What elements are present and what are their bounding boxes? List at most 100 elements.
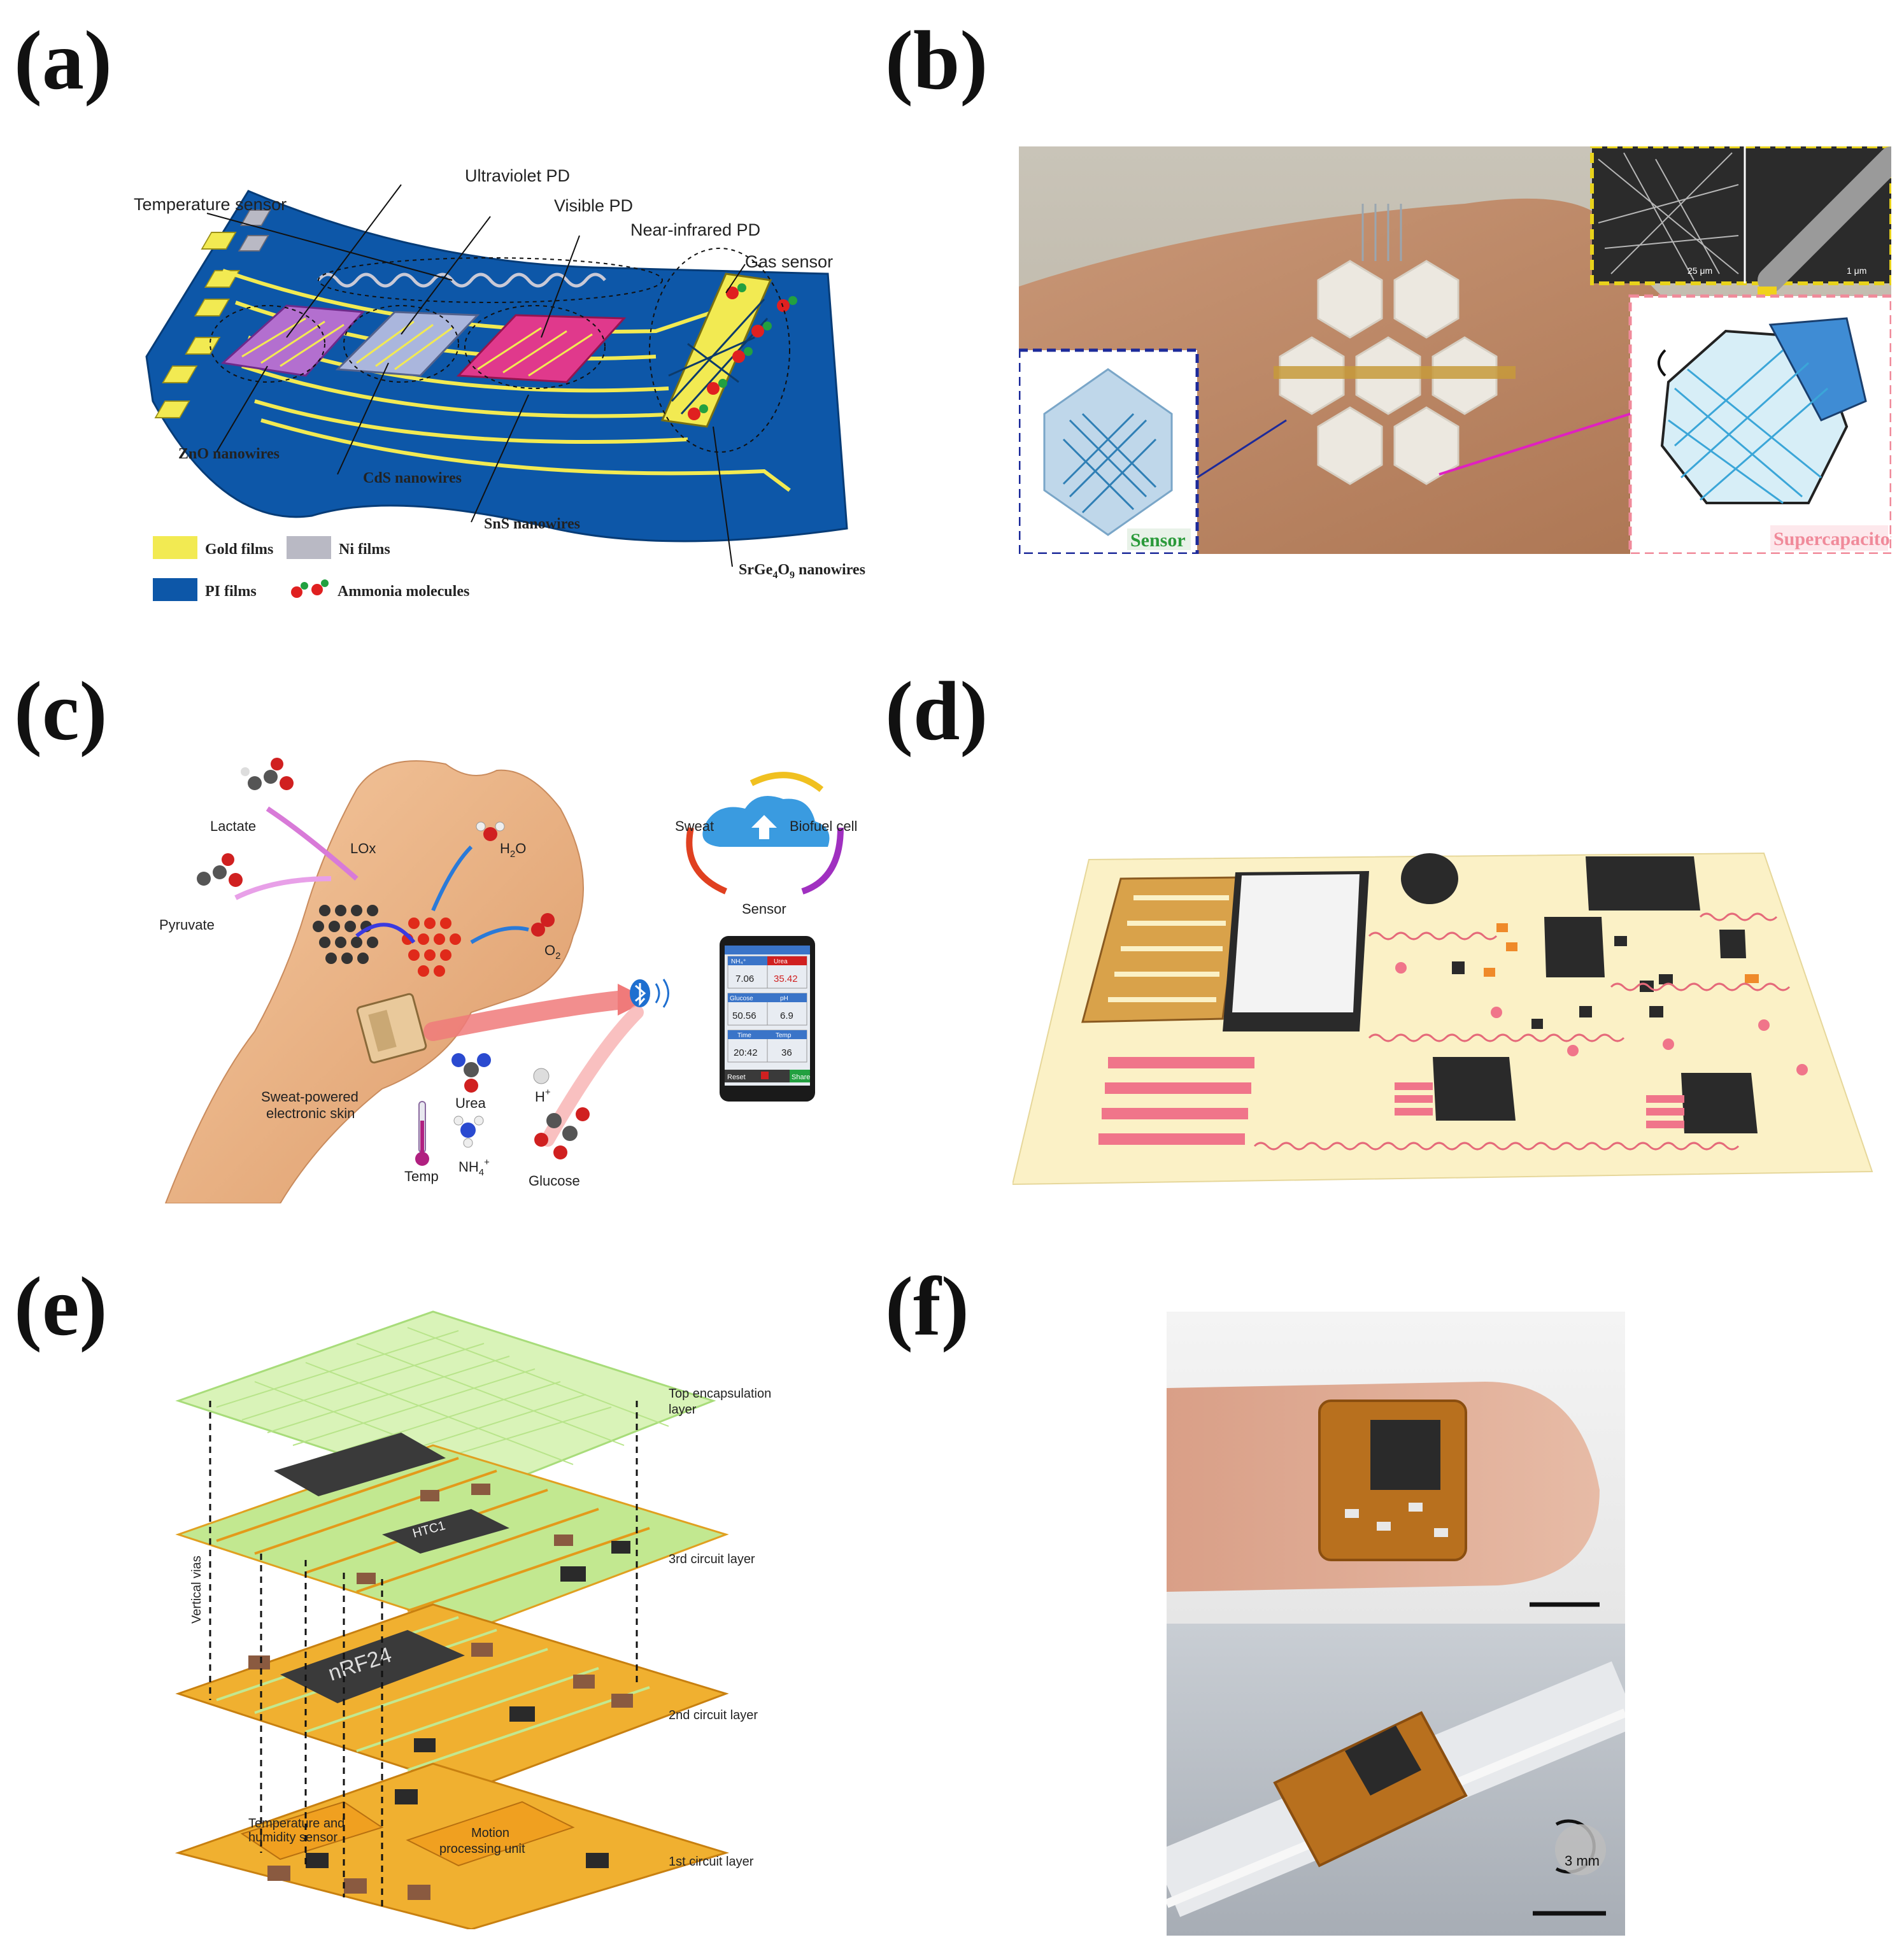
bluetooth-icon (630, 979, 669, 1008)
label-th-sensor-1: Temperature and (248, 1817, 345, 1831)
sem-scale-2: 1 μm (1847, 266, 1866, 276)
hplus-ion (533, 1068, 550, 1084)
label-hplus: H+ (535, 1087, 551, 1105)
label-sensor: Sensor (1130, 530, 1186, 551)
serpentine-traces (1253, 912, 1791, 1151)
black-chips (1401, 853, 1758, 1133)
electrode-dots-black (313, 905, 378, 964)
pyruvate-molecule (197, 853, 243, 887)
panel-e-layers: HTC1 nRF24 Top encapsulation layer 3rd c (174, 1310, 771, 1929)
label-sns-nanowires: SnS nanowires (484, 516, 580, 532)
panel-c-diagram: NH₄⁺ Urea 7.06 35.42 Glucose pH 50.56 6.… (159, 758, 857, 1203)
chip-3rd-large (274, 1433, 446, 1496)
label-th-sensor-2: humidity sensor (248, 1831, 337, 1845)
panel-letter-e: (e) (14, 1259, 108, 1353)
label-zno-nanowires: ZnO nanowires (178, 446, 280, 462)
glucose-molecule (534, 1107, 590, 1159)
label-biofuel-cell: Biofuel cell (790, 818, 857, 834)
label-temp: Temp (404, 1168, 439, 1184)
phone (720, 936, 815, 1102)
label-first-layer: 1st circuit layer (669, 1855, 754, 1869)
phone-h2-r2: pH (780, 995, 788, 1002)
phone-h1-r1: NH₄⁺ (731, 958, 746, 965)
gold-interconnect (1274, 366, 1516, 379)
phone-v2-r3: 36 (781, 1047, 792, 1058)
panel-a-diagram: Temperature sensor Ultraviolet PD Visibl… (134, 166, 865, 601)
label-nh4: NH4+ (458, 1157, 490, 1178)
temperature-sensor-serpentine (317, 273, 606, 288)
legend-ammonia-molecules: Ammonia molecules (337, 583, 469, 600)
legend-ni-films: Ni films (339, 541, 390, 558)
pink-pads (1098, 962, 1808, 1145)
phone-h2-r3: Temp (776, 1032, 792, 1039)
h2o-molecule (476, 821, 505, 841)
label-sweat: Sweat (675, 818, 714, 834)
lactate-molecule (241, 758, 294, 790)
phone-h1-r2: Glucose (730, 995, 753, 1002)
label-h2o: H2O (500, 840, 526, 860)
sensor-inset-hexagon (1043, 368, 1173, 536)
panel-letter-c: (c) (14, 664, 108, 758)
o2-molecule (531, 913, 555, 937)
phone-v1-r3: 20:42 (734, 1047, 758, 1058)
electrode-dots-red (402, 918, 461, 977)
legend-gold-films: Gold films (205, 541, 273, 558)
hexagon-cells (1279, 260, 1498, 485)
label-cds-nanowires: CdS nanowires (363, 470, 462, 486)
panel-letter-f: (f) (885, 1259, 969, 1353)
label-srgeo-nanowires: SrGe4O9 nanowires (739, 562, 865, 581)
label-vertical-vias: Vertical vias (190, 1556, 204, 1624)
cloud-cycle (686, 772, 844, 895)
label-motion-1: Motion (471, 1826, 509, 1840)
label-eskin-line2: electronic skin (266, 1105, 355, 1121)
motion-unit-pad (406, 1801, 575, 1867)
module-white-shield (1232, 874, 1360, 1012)
chip-nrf24 (280, 1630, 465, 1703)
panel-letter-a: (a) (14, 13, 112, 107)
label-lox: LOx (350, 840, 376, 856)
legend-swatch-gold (153, 536, 197, 559)
ni-pads (238, 209, 271, 252)
label-supercapacitors: Supercapacitors (1773, 528, 1891, 549)
sem-single-fiber (1758, 146, 1891, 293)
panel-letter-d: (d) (885, 664, 988, 758)
nanowire-hatching (241, 317, 593, 377)
panel-letter-b: (b) (885, 13, 988, 107)
label-gas-sensor: Gas sensor (745, 252, 833, 271)
scale-label-3mm: 3 mm (1565, 1853, 1600, 1869)
label-uv-pd: Ultraviolet PD (465, 166, 570, 185)
label-nir-pd: Near-infrared PD (630, 220, 760, 239)
label-o2: O2 (544, 942, 560, 961)
phone-v2-r2: 6.9 (780, 1010, 793, 1021)
label-motion-2: processing unit (439, 1842, 525, 1856)
panel-f-photos: 3 mm (1167, 1312, 1625, 1936)
panel-b-photo: Sensor 25 μm 1 μm Supercapacitors (1019, 146, 1891, 554)
label-third-layer: 3rd circuit layer (669, 1552, 755, 1566)
second-circuit-layer (175, 1603, 729, 1790)
label-glucose: Glucose (529, 1173, 580, 1189)
label-top-layer-1: Top encapsulation (669, 1387, 771, 1401)
nh4-molecule (453, 1116, 484, 1148)
phone-v1-r2: 50.56 (732, 1010, 757, 1021)
legend-swatch-pi (153, 578, 197, 601)
chip-htc1 (382, 1509, 509, 1554)
gold-pads (154, 232, 240, 418)
phone-v1-r1: 7.06 (735, 974, 754, 984)
orange-components (1484, 923, 1759, 983)
hand-arm (164, 760, 584, 1203)
label-pyruvate: Pyruvate (159, 917, 215, 933)
phone-share-button: Share (792, 1074, 810, 1081)
th-sensor-pad (240, 1801, 384, 1860)
thermometer-icon (415, 1101, 429, 1166)
legend-swatch-ni (287, 536, 331, 559)
signal-arrow (423, 990, 634, 1041)
phone-h1-r3: Time (737, 1032, 751, 1039)
phone-reset-button: Reset (727, 1074, 746, 1081)
phone-v2-r1: 35.42 (774, 974, 798, 984)
ammonia-molecules (688, 283, 797, 420)
legend-pi-films: PI films (205, 583, 257, 600)
urea-molecule (451, 1053, 491, 1093)
label-top-layer-2: layer (669, 1403, 697, 1417)
label-urea: Urea (455, 1095, 486, 1111)
